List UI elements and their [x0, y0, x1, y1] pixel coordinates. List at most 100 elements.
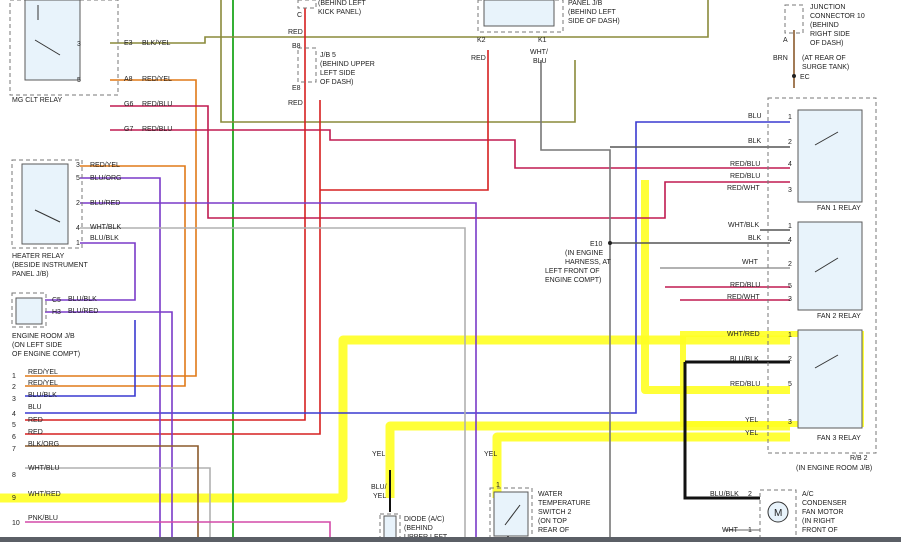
- ac-condenser-fan-motor: M 2 1 BLU/BLK WHT A/C CONDENSER FAN MOTO…: [710, 489, 847, 539]
- terminal-wire: BLU: [28, 404, 42, 411]
- svg-text:A: A: [783, 37, 788, 44]
- terminal-wire: WHT/BLU: [28, 465, 60, 472]
- svg-text:1: 1: [788, 223, 792, 230]
- terminal-wire: PNK/BLU: [28, 515, 58, 522]
- svg-text:BLU/ORG: BLU/ORG: [90, 175, 122, 182]
- svg-text:RED/BLU: RED/BLU: [142, 101, 172, 108]
- svg-text:3: 3: [77, 41, 81, 48]
- svg-text:1: 1: [748, 527, 752, 534]
- svg-text:4: 4: [788, 237, 792, 244]
- svg-text:SIDE OF DASH): SIDE OF DASH): [568, 18, 620, 25]
- bottom-border: [0, 537, 901, 542]
- svg-text:G6: G6: [124, 101, 133, 108]
- terminal-wire: RED/YEL: [28, 380, 58, 387]
- svg-text:WHT/: WHT/: [530, 49, 548, 56]
- svg-text:1: 1: [496, 482, 500, 489]
- svg-text:B8: B8: [292, 43, 301, 50]
- terminal-num: 8: [12, 472, 16, 479]
- e10-splice: E10 (IN ENGINE HARNESS, AT LEFT FRONT OF…: [545, 241, 612, 284]
- svg-text:JUNCTION: JUNCTION: [810, 4, 845, 11]
- terminal-num: 7: [12, 446, 16, 453]
- svg-text:(BEHIND: (BEHIND: [404, 525, 433, 532]
- svg-text:(AT REAR OF: (AT REAR OF: [802, 55, 846, 62]
- svg-text:(BESIDE INSTRUMENT: (BESIDE INSTRUMENT: [12, 262, 89, 269]
- svg-text:YEL: YEL: [745, 430, 758, 437]
- svg-text:RIGHT SIDE: RIGHT SIDE: [810, 31, 850, 38]
- svg-text:WHT: WHT: [722, 527, 739, 534]
- svg-text:5: 5: [788, 283, 792, 290]
- svg-text:SWITCH 2: SWITCH 2: [538, 509, 572, 516]
- svg-text:E3: E3: [124, 40, 133, 47]
- svg-text:A/C: A/C: [802, 491, 814, 498]
- svg-text:BLU/BLK: BLU/BLK: [710, 491, 739, 498]
- svg-text:H3: H3: [52, 309, 61, 316]
- svg-text:2: 2: [76, 200, 80, 207]
- svg-text:(BEHIND: (BEHIND: [810, 22, 839, 29]
- svg-text:RED/YEL: RED/YEL: [142, 76, 172, 83]
- svg-text:BLK/YEL: BLK/YEL: [142, 40, 171, 47]
- svg-text:RED: RED: [288, 29, 303, 36]
- terminal-num: 10: [12, 520, 20, 527]
- svg-text:YEL: YEL: [372, 451, 385, 458]
- svg-text:BRN: BRN: [773, 55, 788, 62]
- svg-text:RED/BLU: RED/BLU: [730, 381, 760, 388]
- svg-text:CONNECTOR 10: CONNECTOR 10: [810, 13, 865, 20]
- svg-text:RED: RED: [288, 100, 303, 107]
- svg-text:4: 4: [788, 161, 792, 168]
- svg-text:2: 2: [748, 491, 752, 498]
- wires: [25, 0, 860, 542]
- svg-text:3: 3: [788, 296, 792, 303]
- svg-text:RED/BLU: RED/BLU: [730, 282, 760, 289]
- svg-text:(IN RIGHT: (IN RIGHT: [802, 518, 836, 525]
- svg-text:BLU/BLK: BLU/BLK: [730, 356, 759, 363]
- terminal-num: 9: [12, 495, 16, 502]
- svg-text:FAN MOTOR: FAN MOTOR: [802, 509, 843, 516]
- svg-text:CONDENSER: CONDENSER: [802, 500, 847, 507]
- terminal-list: 1 RED/YEL 2 RED/YEL 3 BLU/BLK 4 BLU 5 RE…: [12, 369, 61, 527]
- svg-text:E8: E8: [292, 85, 301, 92]
- svg-text:KICK PANEL): KICK PANEL): [318, 9, 361, 16]
- diode-ac: YEL BLU/ YEL DIODE (A/C) (BEHIND UPPER L…: [371, 451, 448, 543]
- svg-text:ENGINE COMPT): ENGINE COMPT): [545, 277, 601, 284]
- svg-text:BLU: BLU: [533, 58, 547, 65]
- svg-text:RED/BLU: RED/BLU: [142, 126, 172, 133]
- svg-text:YEL: YEL: [745, 417, 758, 424]
- junction-connector: JUNCTION CONNECTOR 10 (BEHIND RIGHT SIDE…: [773, 4, 865, 81]
- terminal-num: 5: [12, 422, 16, 429]
- svg-text:PANEL J/B): PANEL J/B): [12, 271, 49, 278]
- svg-text:(BEHIND LEFT: (BEHIND LEFT: [318, 0, 367, 7]
- kick-panel-jb5: (BEHIND LEFT KICK PANEL) C RED B8 E8 J/B…: [288, 0, 375, 107]
- svg-text:FAN 2 RELAY: FAN 2 RELAY: [817, 313, 861, 320]
- svg-text:TEMPERATURE: TEMPERATURE: [538, 500, 591, 507]
- svg-text:WHT/BLK: WHT/BLK: [728, 222, 759, 229]
- svg-text:C: C: [297, 12, 302, 19]
- mg-clt-relay-label: MG CLT RELAY: [12, 97, 63, 104]
- svg-text:(BEHIND UPPER: (BEHIND UPPER: [320, 61, 375, 68]
- rb2-relay-block: R/B 2 (IN ENGINE ROOM J/B) FAN 1 RELAY 1…: [727, 97, 877, 472]
- svg-text:2: 2: [788, 139, 792, 146]
- svg-text:C5: C5: [52, 297, 61, 304]
- svg-text:DIODE (A/C): DIODE (A/C): [404, 516, 444, 523]
- svg-text:WHT: WHT: [742, 259, 759, 266]
- mg-clt-relay: MG CLT RELAY 3 5 E3 A8 G6 G7 BLK/YEL RED…: [9, 0, 172, 133]
- svg-text:ENGINE ROOM J/B: ENGINE ROOM J/B: [12, 333, 75, 340]
- svg-text:YEL: YEL: [484, 451, 497, 458]
- svg-text:BLU/RED: BLU/RED: [90, 200, 120, 207]
- terminal-num: 6: [12, 434, 16, 441]
- svg-text:REAR OF: REAR OF: [538, 527, 569, 534]
- terminal-wire: BLU/BLK: [28, 392, 57, 399]
- svg-text:1: 1: [76, 240, 80, 247]
- svg-text:(IN ENGINE: (IN ENGINE: [565, 250, 603, 257]
- svg-text:3: 3: [788, 419, 792, 426]
- svg-text:LEFT FRONT OF: LEFT FRONT OF: [545, 268, 600, 275]
- terminal-num: 3: [12, 396, 16, 403]
- svg-text:BLK: BLK: [748, 138, 762, 145]
- svg-text:J/B 5: J/B 5: [320, 52, 336, 59]
- svg-text:WATER: WATER: [538, 491, 563, 498]
- svg-text:(IN ENGINE ROOM J/B): (IN ENGINE ROOM J/B): [796, 465, 872, 472]
- svg-text:K1: K1: [538, 37, 547, 44]
- svg-text:G7: G7: [124, 126, 133, 133]
- svg-text:K2: K2: [477, 37, 486, 44]
- svg-text:FRONT OF: FRONT OF: [802, 527, 838, 534]
- svg-text:R/B 2: R/B 2: [850, 455, 868, 462]
